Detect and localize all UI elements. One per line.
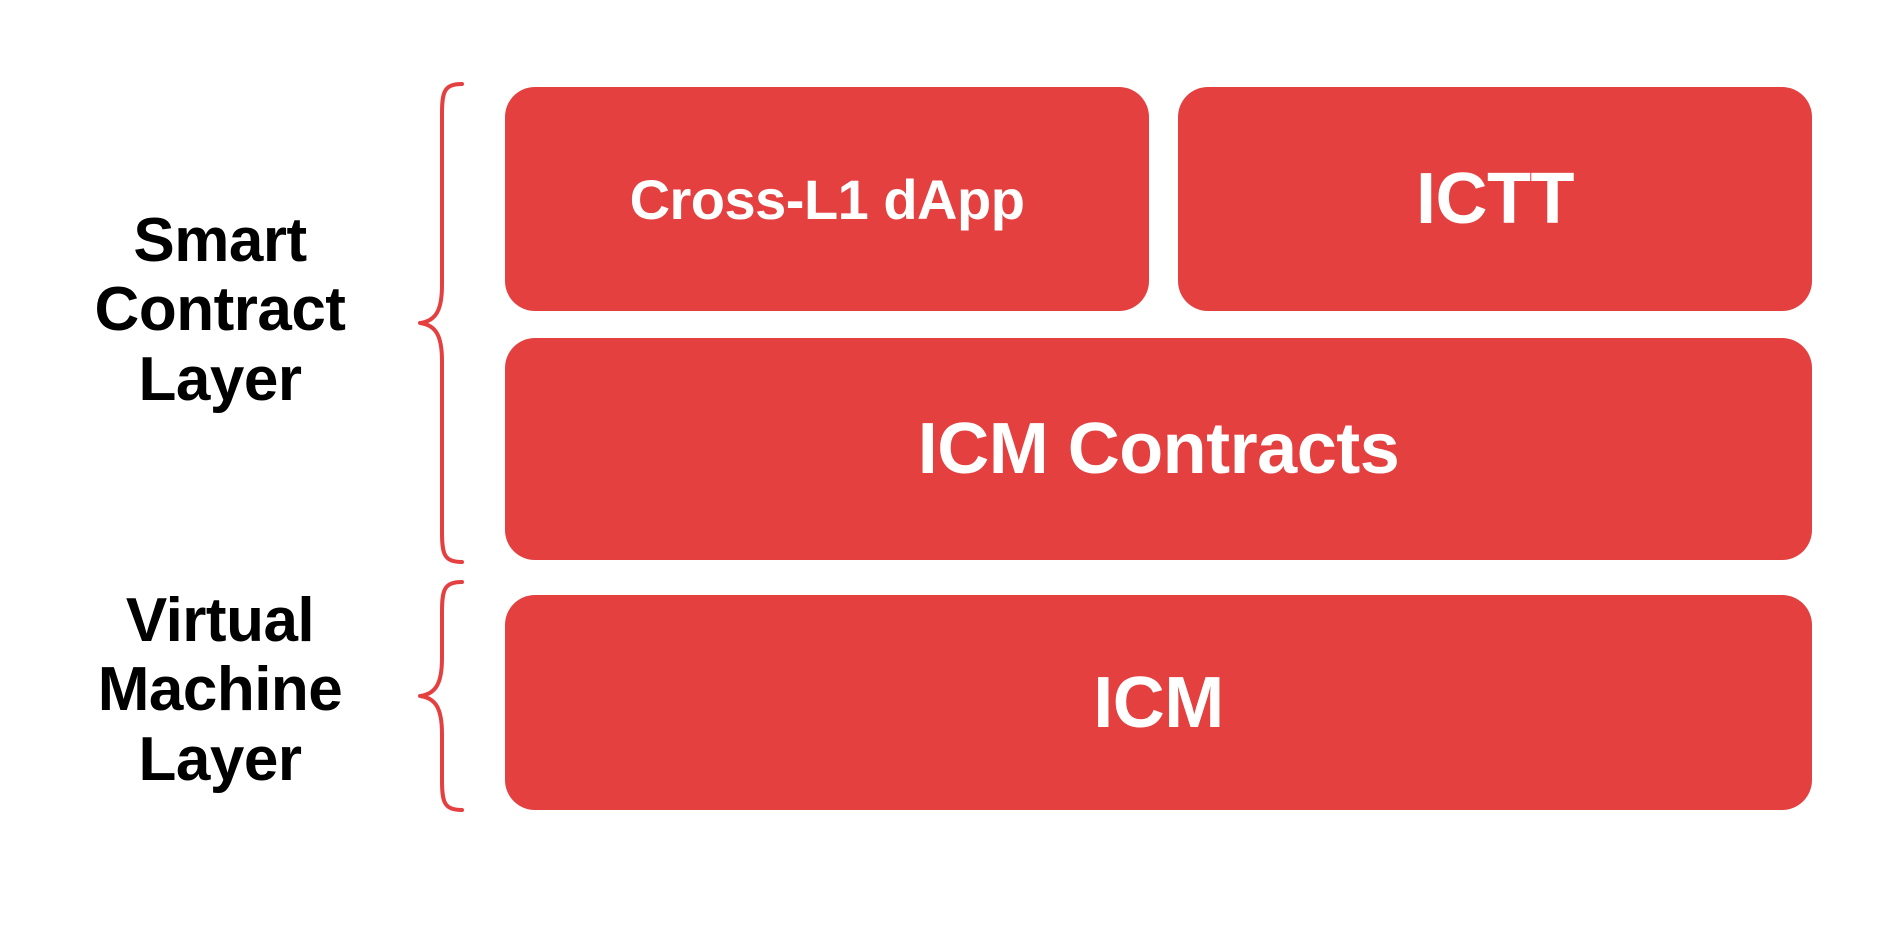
box-icm[interactable]: ICM — [505, 595, 1812, 810]
box-ictt-label: ICTT — [1416, 159, 1574, 239]
box-icm-label: ICM — [1093, 662, 1224, 743]
layer-label-virtual-machine: Virtual Machine Layer — [60, 575, 380, 805]
curly-brace-icon-smart-contract — [418, 80, 464, 566]
layer-label-virtual-machine-line-3: Layer — [138, 724, 302, 794]
box-cross-l1-dapp[interactable]: Cross-L1 dApp — [505, 87, 1149, 311]
box-icm-contracts-label: ICM Contracts — [917, 409, 1400, 489]
layer-label-smart-contract-line-3: Layer — [138, 344, 302, 414]
layer-label-smart-contract-line-2: Contract — [94, 275, 346, 345]
layer-label-virtual-machine-line-1: Virtual — [125, 585, 315, 655]
layer-label-smart-contract: Smart Contract Layer — [60, 190, 380, 430]
box-ictt[interactable]: ICTT — [1178, 87, 1812, 311]
layer-label-virtual-machine-line-2: Machine — [97, 655, 343, 725]
box-icm-contracts[interactable]: ICM Contracts — [505, 338, 1812, 560]
box-cross-l1-dapp-label: Cross-L1 dApp — [629, 167, 1025, 231]
layer-label-smart-contract-line-1: Smart — [133, 205, 307, 275]
curly-brace-icon-virtual-machine — [418, 578, 464, 814]
